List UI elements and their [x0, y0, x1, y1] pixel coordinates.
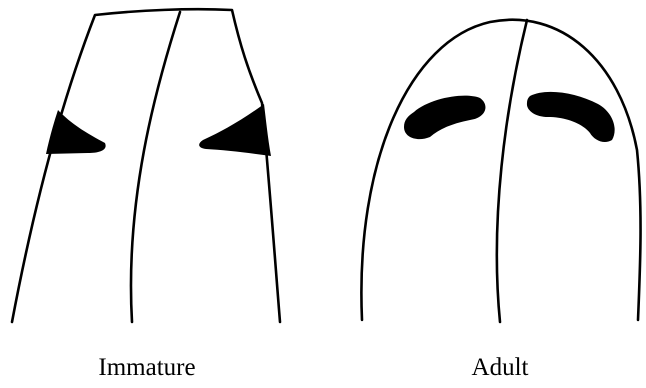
adult-left-spot [404, 96, 485, 139]
adult-label: Adult [472, 354, 529, 381]
adult-midline [497, 20, 527, 322]
immature-left-spot [46, 110, 106, 154]
adult-panel [361, 20, 640, 322]
immature-midline [131, 12, 180, 322]
immature-panel [12, 9, 280, 322]
immature-right-spot [199, 104, 271, 156]
immature-outline [12, 9, 280, 322]
immature-label: Immature [98, 354, 195, 381]
adult-right-spot [527, 92, 615, 142]
